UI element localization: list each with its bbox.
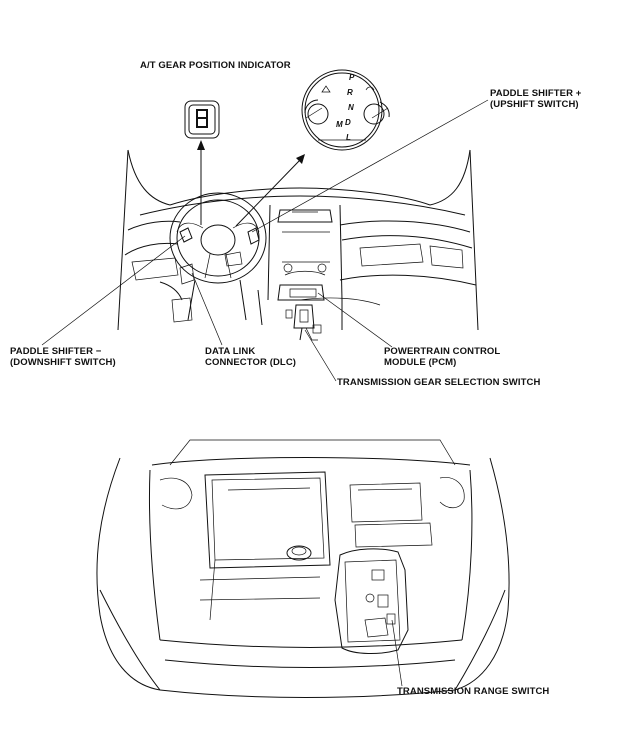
callout-arrows <box>197 140 305 227</box>
leader-lines-interior <box>41 99 489 382</box>
engine-bay-drawing <box>96 439 510 698</box>
label-powertrain-control-module: POWERTRAIN CONTROL MODULE (PCM) <box>384 346 501 368</box>
label-paddle-shifter-up: PADDLE SHIFTER + (UPSHIFT SWITCH) <box>490 88 582 110</box>
gear-letter-d: D <box>345 118 351 127</box>
label-data-link-connector: DATA LINK CONNECTOR (DLC) <box>205 346 297 368</box>
gear-letter-m: M <box>336 120 343 129</box>
gear-letter-r: R <box>347 88 353 97</box>
label-transmission-range-switch: TRANSMISSION RANGE SWITCH <box>397 686 550 697</box>
transmission-assembly <box>334 548 409 654</box>
label-transmission-gear-selection-switch: TRANSMISSION GEAR SELECTION SWITCH <box>337 377 541 388</box>
dashboard-drawing <box>117 149 479 341</box>
leader-line-range-switch <box>391 619 403 687</box>
gear-indicator-callout: P R N D L M <box>301 69 390 151</box>
gear-letter-p: P <box>349 73 355 82</box>
gear-letter-l: L <box>346 133 351 142</box>
label-gear-position-indicator: A/T GEAR POSITION INDICATOR <box>140 60 291 71</box>
gear-display-box: 8 <box>184 100 220 139</box>
label-paddle-shifter-down: PADDLE SHIFTER − (DOWNSHIFT SWITCH) <box>10 346 116 368</box>
gear-letter-n: N <box>348 103 354 112</box>
